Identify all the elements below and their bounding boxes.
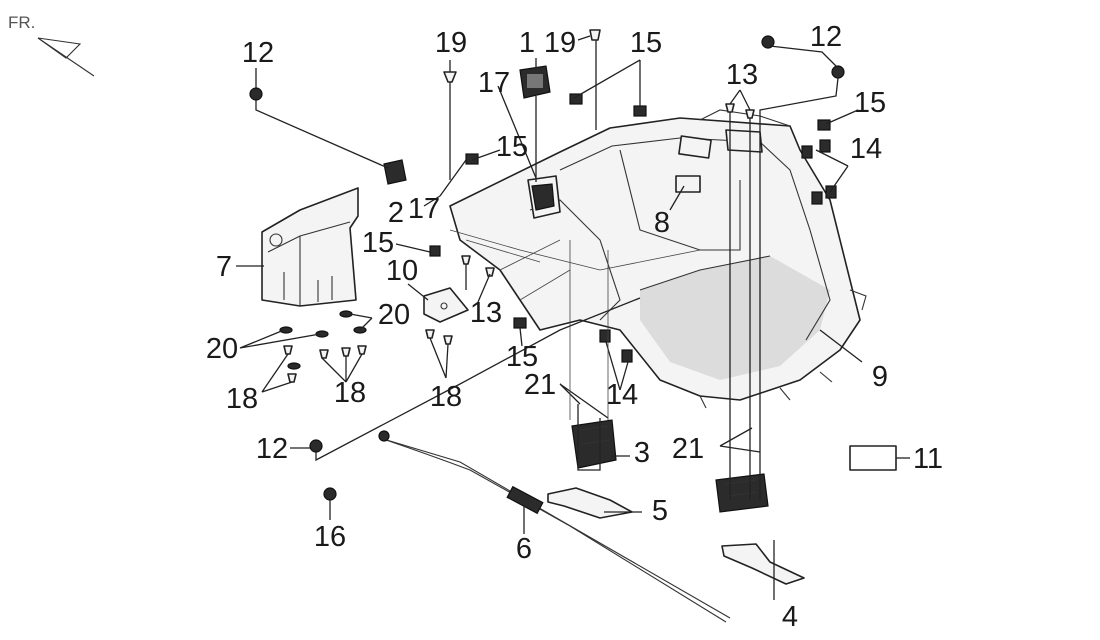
part-6-cable bbox=[378, 430, 731, 623]
callout-14: 14 bbox=[850, 133, 882, 165]
callout-19: 19 bbox=[544, 27, 576, 59]
callout-17: 17 bbox=[478, 67, 510, 99]
callout-12: 12 bbox=[256, 433, 288, 465]
callout-15: 15 bbox=[362, 227, 394, 259]
callout-11: 11 bbox=[913, 443, 943, 475]
front-arrow-icon bbox=[37, 37, 95, 77]
callout-15: 15 bbox=[630, 27, 662, 59]
callout-17: 17 bbox=[408, 193, 440, 225]
part-16-bolt bbox=[323, 487, 337, 501]
callout-18: 18 bbox=[430, 381, 462, 413]
part-7-side-cover bbox=[261, 187, 359, 307]
callout-labels: 12 19 1 19 15 12 17 13 15 15 14 2 17 8 1… bbox=[206, 21, 943, 633]
callout-16: 16 bbox=[314, 521, 346, 553]
callout-21: 21 bbox=[672, 433, 704, 465]
callout-2: 2 bbox=[388, 197, 404, 229]
callout-18: 18 bbox=[334, 377, 366, 409]
callout-4: 4 bbox=[782, 601, 798, 633]
callout-5: 5 bbox=[652, 495, 668, 527]
callout-19: 19 bbox=[435, 27, 467, 59]
part-12-screws bbox=[249, 35, 845, 453]
part-3-actuator bbox=[571, 419, 617, 469]
part-21-actuator-assembly bbox=[715, 473, 769, 513]
callout-1: 1 bbox=[519, 27, 535, 59]
part-5-actuator-bracket bbox=[547, 487, 633, 519]
callout-12: 12 bbox=[810, 21, 842, 53]
callout-15: 15 bbox=[506, 341, 538, 373]
callout-15: 15 bbox=[496, 131, 528, 163]
part-15-clips bbox=[429, 93, 831, 329]
leader-lines bbox=[236, 35, 910, 600]
callout-9: 9 bbox=[872, 361, 888, 393]
callout-15: 15 bbox=[854, 87, 886, 119]
callout-3: 3 bbox=[634, 437, 650, 469]
part-14-clips bbox=[599, 139, 837, 363]
callout-6: 6 bbox=[516, 533, 532, 565]
callout-13: 13 bbox=[470, 297, 502, 329]
part-2-small-bracket bbox=[383, 159, 407, 185]
callout-14: 14 bbox=[606, 379, 638, 411]
callout-20: 20 bbox=[206, 333, 238, 365]
callout-12: 12 bbox=[242, 37, 274, 69]
part-10-bracket bbox=[423, 287, 469, 323]
part-1-latch bbox=[519, 65, 551, 99]
front-label: FR. bbox=[8, 13, 35, 32]
part-20-washers bbox=[279, 310, 367, 370]
callout-10: 10 bbox=[386, 255, 418, 287]
part-18-screws bbox=[283, 329, 453, 383]
callout-7: 7 bbox=[216, 251, 232, 283]
part-11-label bbox=[849, 445, 897, 471]
part-19-screws bbox=[443, 29, 601, 83]
front-direction-indicator: FR. bbox=[8, 13, 95, 77]
callout-21: 21 bbox=[524, 369, 556, 401]
callout-8: 8 bbox=[654, 207, 670, 239]
callout-20: 20 bbox=[378, 299, 410, 331]
callout-18: 18 bbox=[226, 383, 258, 415]
part-13-screws bbox=[461, 103, 755, 277]
part-17-latch-frame bbox=[527, 175, 561, 219]
callout-13: 13 bbox=[726, 59, 758, 91]
part-4-lower-bracket bbox=[721, 543, 805, 585]
